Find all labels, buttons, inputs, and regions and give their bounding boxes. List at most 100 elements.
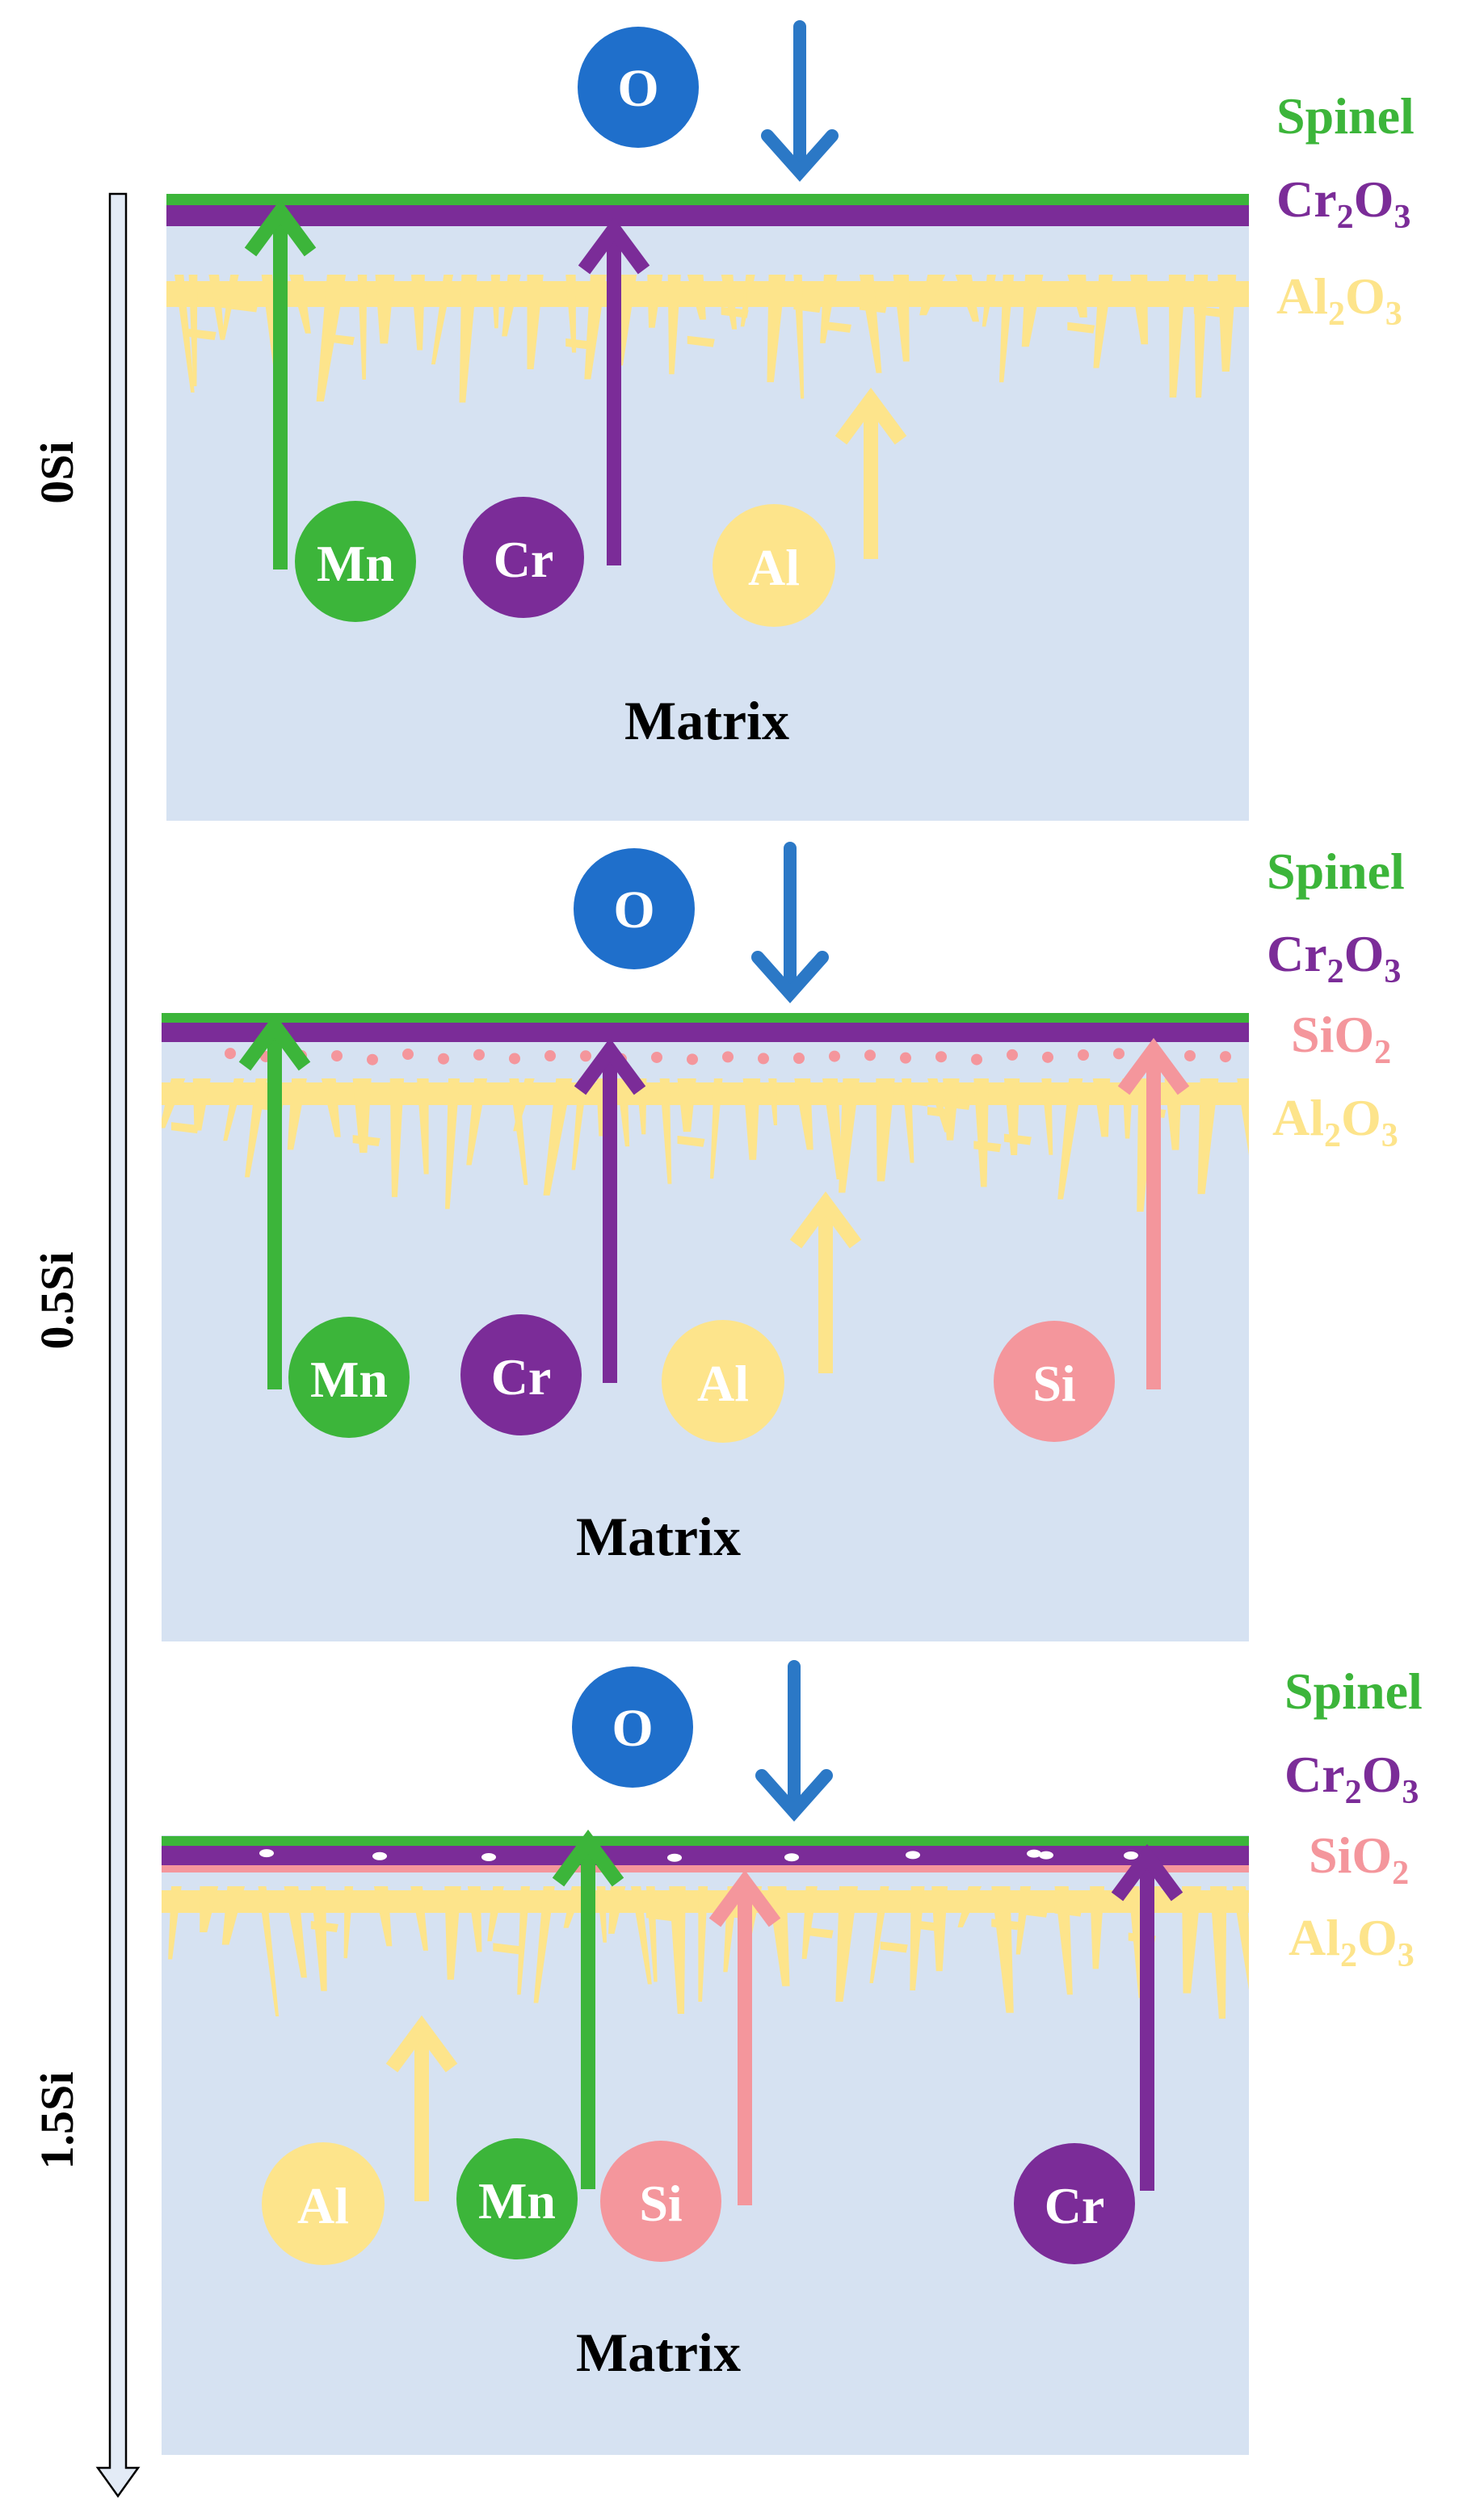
sio2-particle (225, 1048, 236, 1060)
al2o3-finger (709, 1078, 723, 1179)
sio2-particle (509, 1053, 520, 1065)
al2o3-finger (955, 275, 980, 322)
oxygen-inward-arrow (751, 842, 829, 1004)
sio2-particle (829, 1050, 840, 1062)
al2o3-finger (957, 1886, 982, 1927)
sio2-particle (906, 1851, 920, 1860)
cr-diffusion-arrow (1111, 1843, 1183, 2191)
al2o3-finger (991, 1886, 1014, 2013)
al2o3-finger-branch (1054, 1905, 1083, 1917)
al2o3-finger-branch (230, 301, 259, 313)
cr-diffusion-arrow (578, 216, 650, 565)
al2o3-finger (998, 275, 1015, 383)
al2o3-finger (1092, 1078, 1111, 1137)
al2o3-finger (174, 275, 195, 393)
al2o3-finger (208, 275, 225, 340)
sio2-particle (1220, 1051, 1231, 1063)
al2o3-finger (859, 275, 882, 373)
al2o3-finger-branch (721, 306, 749, 318)
al2o3-finger (1237, 1078, 1249, 1156)
al2o3-finger (919, 275, 946, 316)
al2o3-finger (742, 1078, 761, 1160)
sio2-particle (793, 1052, 805, 1064)
al2o3-finger-branch (687, 335, 715, 347)
sio2-particle (667, 1853, 682, 1862)
al2o3-finger (466, 1078, 488, 1166)
al2o3-finger (636, 1078, 647, 1135)
al2o3-finger (513, 1078, 535, 1132)
al2o3-internal-oxide (166, 275, 1249, 403)
sio2-particle (473, 1049, 485, 1061)
al2o3-finger (1168, 275, 1187, 398)
svg-text:Mn: Mn (317, 535, 394, 592)
cr-diffusion-arrow (574, 1037, 646, 1383)
si-diffusion-arrow (708, 1869, 781, 2205)
svg-text:Cr: Cr (494, 531, 554, 588)
al2o3-finger-branch (493, 1943, 521, 1955)
al2o3-finger (563, 1886, 585, 1928)
svg-text:Al: Al (748, 539, 800, 596)
al2o3-finger (768, 1078, 777, 1125)
sio2-particle (1007, 1049, 1018, 1061)
oxygen-atom (572, 1666, 693, 1788)
axis-label-0si: 0Si (31, 441, 83, 503)
sio2-particle (935, 1051, 947, 1063)
al2o3-finger (509, 1078, 528, 1185)
mn-diffusion-arrow (244, 199, 317, 570)
al2o3-finger (1041, 1078, 1053, 1155)
al2o3-finger (667, 275, 681, 375)
element-cr: Cr (460, 1314, 582, 1435)
al2o3-finger (417, 1078, 429, 1175)
al2o3-finger-branch (902, 1095, 930, 1107)
al2o3-finger (459, 275, 477, 403)
legend-cr2o3: Cr2O3 (1267, 925, 1401, 990)
al2o3-finger (192, 1078, 211, 1131)
al2o3-finger-branch (645, 1910, 674, 1922)
al2o3-finger (284, 1886, 307, 1978)
al2o3-finger (616, 275, 637, 366)
element-cr: Cr (1014, 2143, 1135, 2264)
al-diffusion-arrow (385, 2015, 458, 2201)
sio2-particle (580, 1050, 591, 1062)
al2o3-finger (410, 1886, 428, 1951)
al2o3-fingers (174, 275, 1237, 403)
element-si: Si (600, 2141, 721, 2262)
al2o3-finger-branch (991, 1919, 1019, 1931)
sio2-particle (722, 1051, 734, 1063)
al2o3-finger (258, 1886, 280, 2017)
sio2-particle (971, 1053, 982, 1065)
mn-diffusion-arrow (552, 1829, 624, 2189)
oxygen-label: O (617, 59, 658, 118)
al2o3-fingers (162, 1078, 1249, 1212)
legend-cr2o3: Cr2O3 (1276, 170, 1410, 236)
legend-spinel: Spinel (1276, 87, 1415, 145)
sio2-scale (162, 1865, 1249, 1872)
al2o3-finger-branch (859, 301, 887, 313)
al2o3-finger (669, 1886, 686, 2014)
al2o3-finger-branch (1067, 322, 1095, 334)
al2o3-finger (287, 1078, 307, 1150)
al2o3-finger (527, 275, 544, 370)
sio2-particle (1124, 1851, 1138, 1860)
element-cr: Cr (463, 497, 584, 618)
legend-spinel: Spinel (1284, 1662, 1423, 1720)
al2o3-finger-branch (188, 329, 217, 341)
legend-al2o3: Al2O3 (1289, 1909, 1415, 1974)
al2o3-finger (973, 1078, 989, 1187)
al2o3-internal-oxide (162, 1886, 1249, 2019)
legend-spinel: Spinel (1267, 843, 1405, 900)
legend-al2o3: Al2O3 (1276, 267, 1402, 333)
sio2-particle (372, 1851, 387, 1860)
al2o3-fingers (168, 1886, 1249, 2019)
al2o3-finger (645, 1886, 658, 1982)
spinel-scale (162, 1836, 1249, 1846)
al2o3-finger (931, 1886, 948, 1972)
cr2o3-scale (162, 1023, 1249, 1042)
oxygen-inward-arrow (761, 20, 839, 183)
matrix-label: Matrix (576, 1506, 741, 1567)
svg-text:Mn: Mn (310, 1351, 388, 1408)
al2o3-finger-branch (677, 1135, 705, 1147)
al2o3-finger-branch (1019, 1906, 1048, 1918)
al2o3-finger (835, 1886, 858, 2002)
al2o3-finger (767, 275, 786, 383)
